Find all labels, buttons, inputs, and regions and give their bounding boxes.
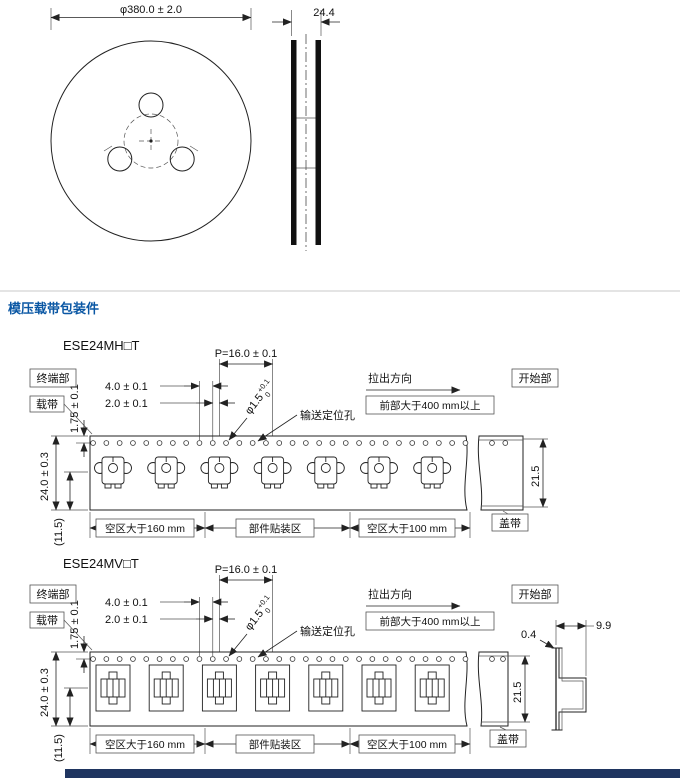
mv-dim240-callout: 24.0 ± 0.3: [39, 668, 51, 717]
mv-pitch-dim-lines: [218, 575, 274, 652]
mh-title: ESE24MH□T: [63, 338, 140, 353]
mv-dim115-label: (11.5): [53, 734, 65, 762]
mh-dim240-callout: 24.0 ± 0.3: [39, 452, 51, 501]
mv-start-box: [511, 584, 559, 604]
mv-dim99-lines: [555, 620, 594, 676]
mv-dim115-lines: [64, 687, 88, 727]
next-section-header-bar: [65, 769, 680, 778]
mh-empty160-label: 空区大于160 mm: [105, 522, 185, 535]
mh-end-label: 终端部: [37, 371, 70, 385]
mv-components: [95, 664, 450, 712]
mh-front-label: 前部大于400 mm以上: [380, 399, 481, 412]
mv-diagram: ESE24MV□T P=16.0 ± 0.1 终端部 拉出方向 开始部 4.0 …: [29, 556, 611, 762]
mh-hole-pitch-dim-lines: [160, 381, 228, 440]
mh-leader-piece: [477, 435, 524, 511]
mh-components: [94, 456, 452, 489]
mv-title: ESE24MV□T: [63, 556, 139, 571]
mv-front-box: [365, 611, 495, 631]
mv-dim240-label: 24.0 ± 0.3: [39, 668, 51, 717]
mh-dim175-callout: 1.75 ± 0.1: [69, 384, 81, 433]
mv-dim215-callout: 21.5: [512, 682, 524, 703]
mh-mount-box: [235, 518, 315, 538]
mh-start-label: 开始部: [519, 371, 552, 385]
mh-start-box: [511, 368, 559, 388]
mh-dim175-lines: [76, 420, 90, 457]
mh-cover-label: 盖带: [499, 516, 521, 530]
mv-leader-piece: [477, 651, 509, 727]
mh-dim240-label: 24.0 ± 0.3: [39, 452, 51, 501]
mv-end-label: 终端部: [37, 587, 70, 601]
mh-sprocket-holes: [90, 440, 469, 446]
mv-dim175-callout: 1.75 ± 0.1: [69, 600, 81, 649]
mh-hole-pitch-label: 4.0 ± 0.1: [105, 381, 148, 393]
mv-dim99-label: 9.9: [596, 620, 611, 632]
reel-side-view: 24.4: [272, 7, 340, 251]
mv-carrier-label: 载带: [36, 614, 58, 627]
mh-hole-offset-label: 2.0 ± 0.1: [105, 398, 148, 410]
mv-dim240-lines: [51, 651, 88, 727]
mh-empty100-label: 空区大于100 mm: [367, 522, 447, 535]
mv-pitch-label: P=16.0 ± 0.1: [215, 564, 278, 576]
mh-cover-box: [491, 513, 529, 532]
mh-hole-tol-zero: 0: [263, 390, 273, 399]
mh-pull-direction-label: 拉出方向: [368, 371, 412, 385]
mv-pull-direction-label: 拉出方向: [368, 587, 412, 601]
mh-dim175-label: 1.75 ± 0.1: [69, 384, 81, 433]
mh-mount-label: 部件贴装区: [249, 522, 302, 535]
mv-hole-pitch-label: 4.0 ± 0.1: [105, 597, 148, 609]
mv-mount-box: [235, 734, 315, 754]
mv-sprocket-holes: [90, 656, 469, 662]
mh-dim115-label: (11.5): [53, 518, 65, 546]
mv-dim175-label: 1.75 ± 0.1: [69, 600, 81, 649]
reel-diameter-label: φ380.0 ± 2.0: [120, 4, 182, 16]
mv-hole-pitch-dim-lines: [160, 597, 228, 656]
mv-hole-tol-zero: 0: [263, 606, 273, 615]
reel-width-label: 24.4: [313, 7, 334, 19]
mh-empty100-box: [358, 518, 456, 538]
mv-empty100-label: 空区大于100 mm: [367, 738, 447, 751]
mh-dim215-label: 21.5: [530, 466, 542, 487]
mh-empty160-box: [95, 518, 195, 538]
mh-dim215-callout: 21.5: [530, 466, 542, 487]
mv-hole-offset-label: 2.0 ± 0.1: [105, 614, 148, 626]
mh-leader-holes: [489, 440, 509, 446]
mv-leader-holes: [489, 656, 506, 662]
mv-start-label: 开始部: [519, 587, 552, 601]
mh-dim115-lines: [64, 471, 88, 511]
mv-feed-hole-label: 输送定位孔: [300, 624, 355, 638]
mh-tape-body: [89, 435, 468, 511]
mh-carrier-label: 载带: [36, 398, 58, 411]
mv-cover-label: 盖带: [497, 732, 519, 746]
mv-cover-box: [489, 729, 527, 748]
mh-end-box: [29, 368, 77, 388]
mv-mount-label: 部件贴装区: [249, 738, 302, 751]
mv-dim215-label: 21.5: [512, 682, 524, 703]
mv-empty160-label: 空区大于160 mm: [105, 738, 185, 751]
mv-dim04-label: 0.4: [521, 629, 536, 641]
mv-side-section: [551, 647, 587, 731]
mv-empty160-box: [95, 734, 195, 754]
mh-feed-hole-label: 输送定位孔: [300, 408, 355, 422]
mh-hole-dia-label: φ1.5: [243, 392, 266, 417]
mv-dim175-lines: [76, 636, 90, 673]
mh-dim240-lines: [51, 435, 88, 511]
mh-diagram: ESE24MH□T P=16.0 ± 0.1 终端部 拉出方向 开始部 4.0 …: [29, 338, 559, 546]
mv-end-box: [29, 584, 77, 604]
mv-dim215-lines: [508, 655, 530, 723]
mv-front-label: 前部大于400 mm以上: [380, 615, 481, 628]
mv-empty100-box: [358, 734, 456, 754]
mh-dim115-callout: (11.5): [53, 518, 65, 546]
mh-dim215-lines: [523, 438, 548, 508]
mh-front-box: [365, 395, 495, 415]
reel-front-view: φ380.0 ± 2.0: [50, 4, 252, 242]
mv-dim115-callout: (11.5): [53, 734, 65, 762]
mh-pitch-dim-lines: [218, 359, 274, 436]
section-title: 模压载带包装件: [8, 301, 99, 316]
mv-hole-dia-label: φ1.5: [243, 608, 266, 633]
mh-pitch-label: P=16.0 ± 0.1: [215, 348, 278, 360]
